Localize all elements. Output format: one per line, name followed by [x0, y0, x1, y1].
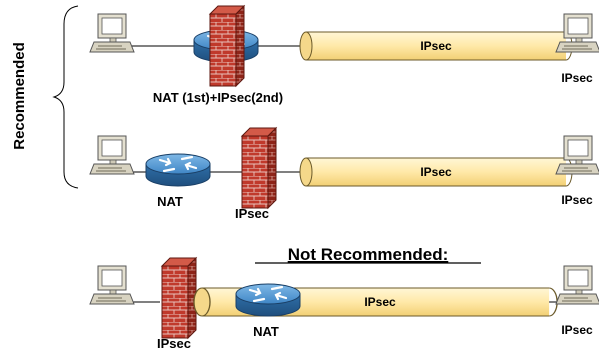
host-label: IPsec: [561, 71, 593, 85]
firewall-icon: [161, 257, 197, 339]
router-label: NAT: [253, 324, 279, 339]
host-label: IPsec: [561, 193, 593, 207]
router-label: NAT: [157, 194, 183, 209]
firewall-label: IPsec: [157, 336, 191, 351]
row-1: IPsec NAT (1st)+IPsec(2nd) IPsec: [89, 5, 599, 105]
tunnel-label: IPsec: [420, 39, 452, 53]
recommended-label: Recommended: [11, 42, 28, 150]
computer-icon: [555, 265, 599, 305]
firewall-icon: [241, 127, 277, 209]
computer-icon: [89, 135, 135, 175]
row-3: IPsec IPsec NAT IPsec: [89, 257, 599, 351]
computer-icon: [89, 265, 135, 305]
not-recommended-heading: Not Recommended:: [288, 245, 449, 264]
computer-icon: [555, 135, 599, 175]
computer-icon: [89, 13, 135, 53]
row-2: IPsec NAT IPsec IPsec: [89, 127, 599, 221]
tunnel-label: IPsec: [420, 165, 452, 179]
router-icon: [234, 282, 302, 318]
router-icon: [144, 152, 212, 188]
firewall-icon: [209, 5, 245, 87]
host-label: IPsec: [561, 323, 593, 337]
firewall-label: IPsec: [235, 206, 269, 221]
brace-icon: [52, 5, 79, 189]
tunnel-label: IPsec: [364, 295, 396, 309]
device-label: NAT (1st)+IPsec(2nd): [153, 90, 283, 105]
